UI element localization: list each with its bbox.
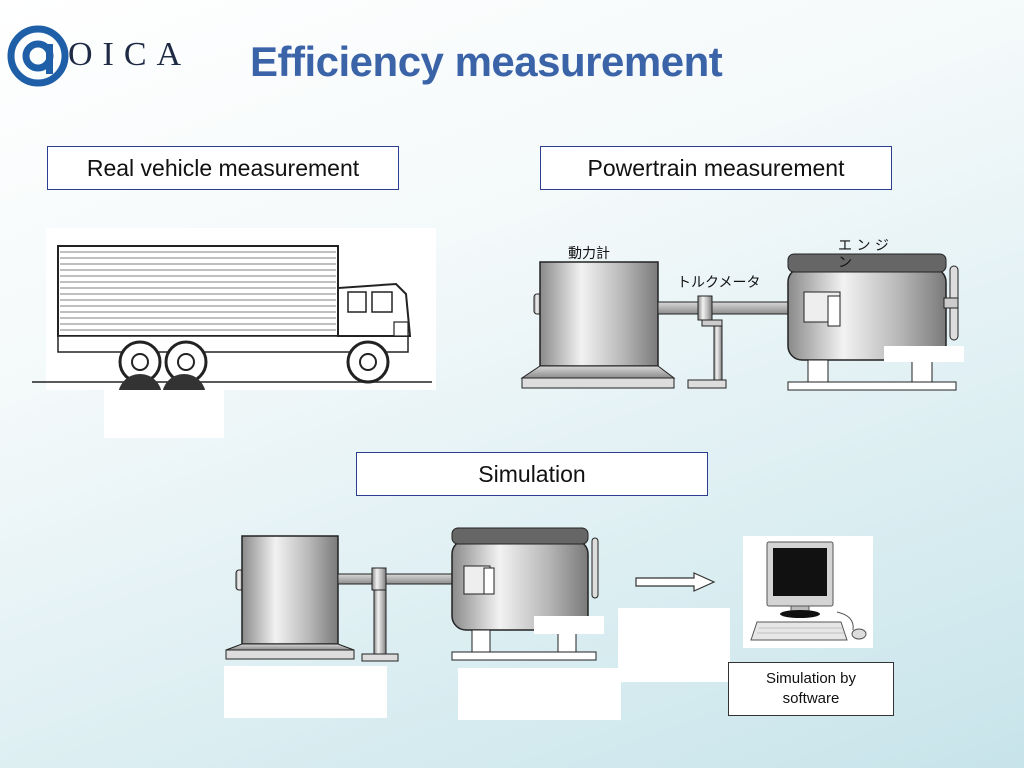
- simulation-label: Simulation: [356, 452, 708, 496]
- torque-meter-label: トルクメータ: [677, 275, 761, 291]
- engine-label: エ ン ジ ン: [838, 238, 889, 271]
- right-arrow-icon: [635, 572, 716, 592]
- blank-panel: [618, 608, 730, 682]
- oica-emblem-icon: [7, 25, 69, 87]
- powertrain-illustration: [520, 253, 964, 391]
- computer-icon: [743, 536, 873, 648]
- oica-logo: [6, 24, 196, 88]
- simulation-test-bench-illustration: [225, 527, 604, 662]
- logo-text: OICA: [68, 36, 192, 73]
- simulation-software-label: Simulation by software: [728, 662, 894, 716]
- truck-illustration: [32, 228, 436, 438]
- real-vehicle-label: Real vehicle measurement: [47, 146, 399, 190]
- powertrain-label: Powertrain measurement: [540, 146, 892, 190]
- page-title: Efficiency measurement: [250, 38, 723, 85]
- simulation-software-text: Simulation by software: [765, 670, 857, 707]
- dynamometer-label: 動力計: [568, 246, 610, 262]
- blank-panel: [458, 668, 621, 720]
- blank-panel: [224, 666, 387, 718]
